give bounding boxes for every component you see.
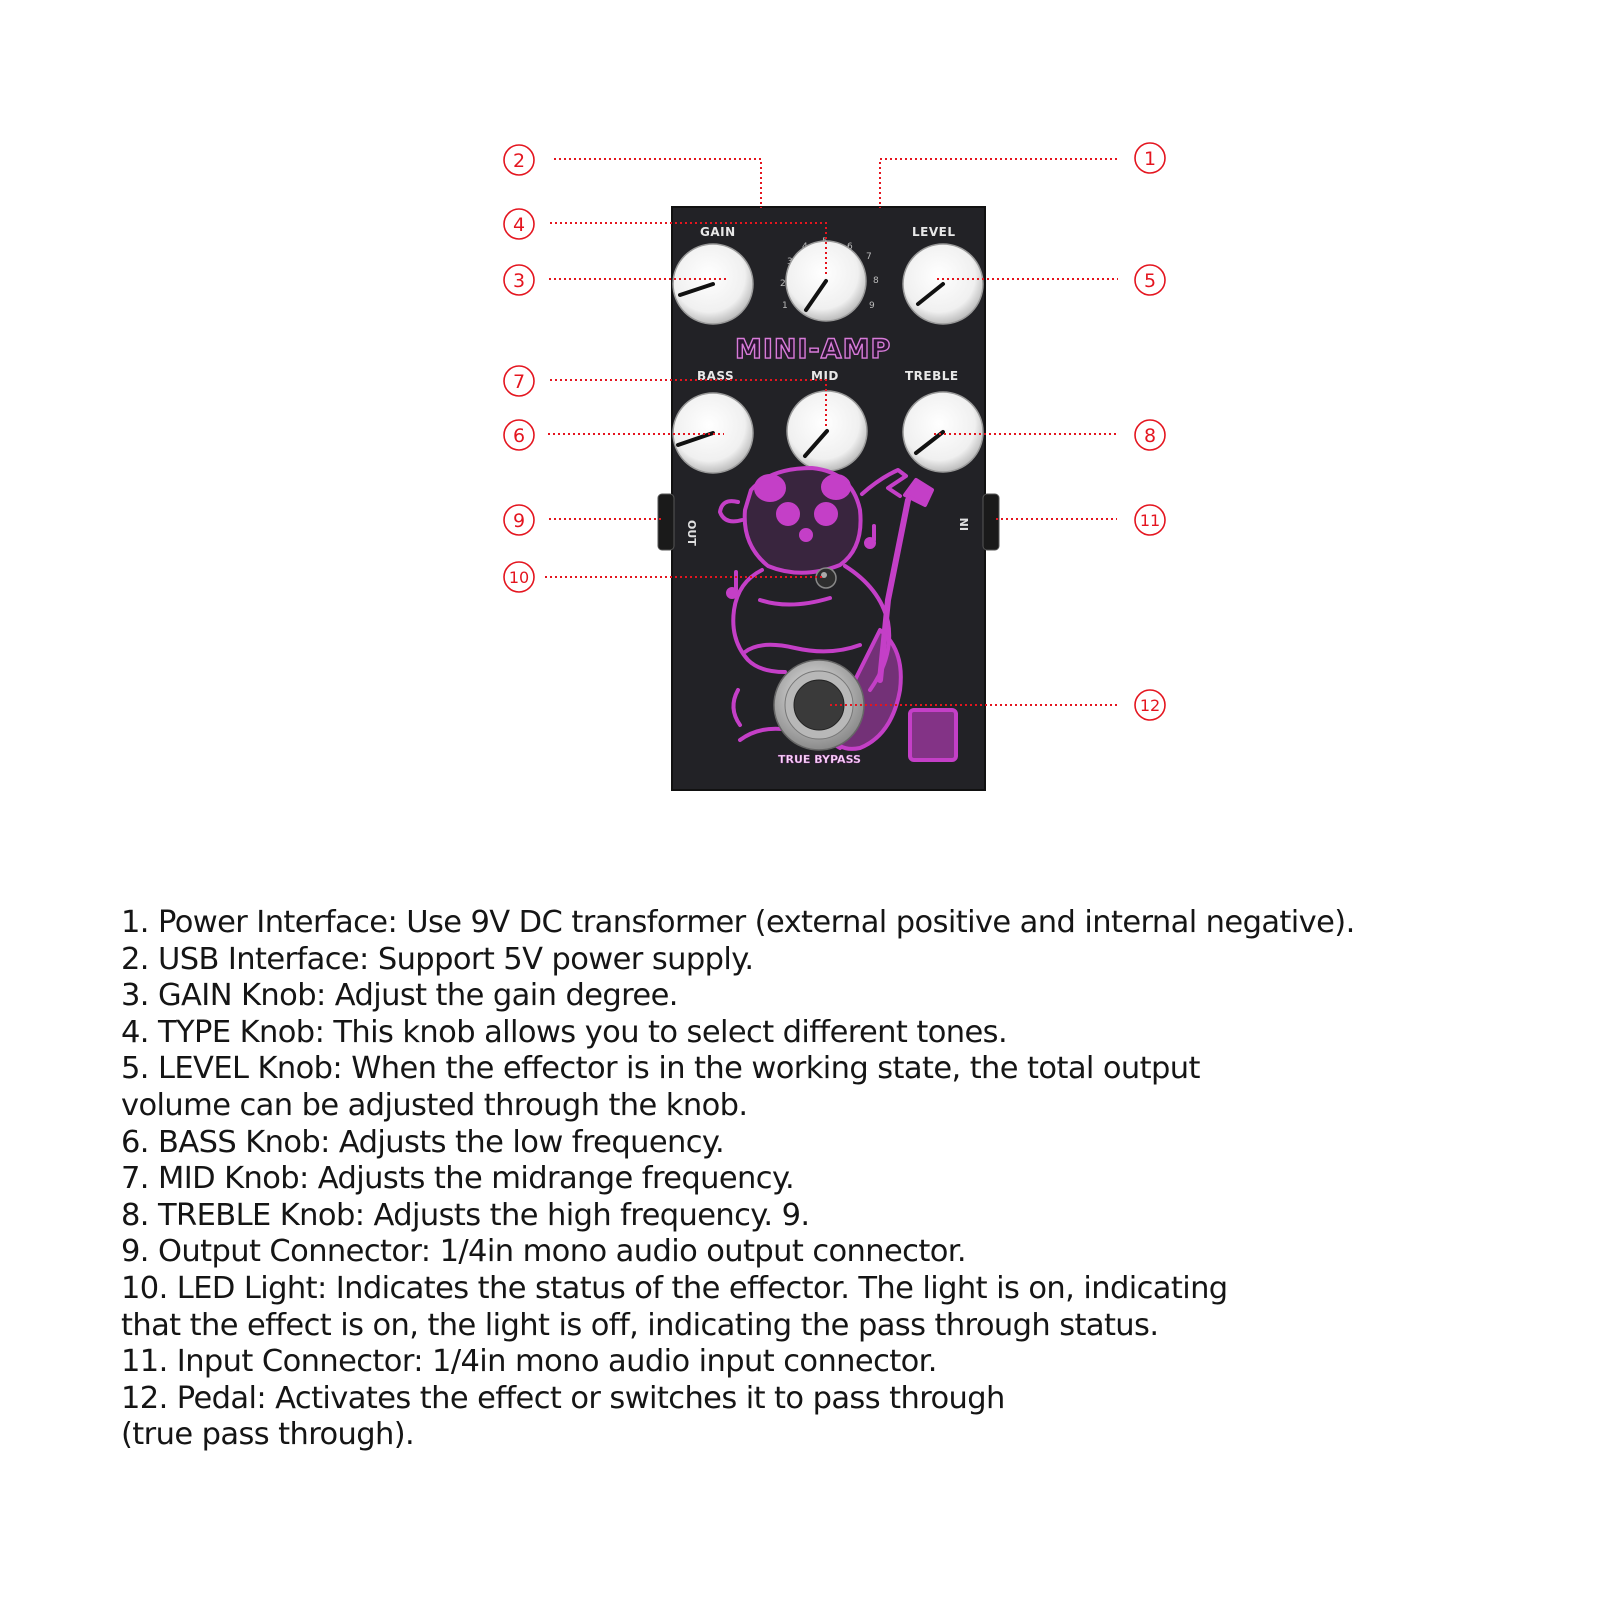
gain-label: GAIN (700, 225, 736, 239)
legend-line: 12. Pedal: Activates the effect or switc… (121, 1380, 1005, 1416)
footswitch[interactable] (773, 659, 865, 751)
svg-text:7: 7 (513, 371, 525, 393)
brand-logo: MINI-AMP (735, 334, 891, 365)
svg-text:4: 4 (513, 214, 525, 236)
callout-6: 6 (503, 419, 535, 451)
svg-text:3: 3 (787, 257, 793, 267)
callout-11: 11 (1134, 504, 1166, 536)
treble-knob[interactable] (902, 391, 984, 473)
callout-7: 7 (503, 365, 535, 397)
callout-3: 3 (503, 264, 535, 296)
svg-text:9: 9 (869, 301, 875, 311)
legend-line: 2. USB Interface: Support 5V power suppl… (121, 941, 754, 977)
callout-12: 12 (1134, 689, 1166, 721)
svg-text:6: 6 (513, 425, 525, 447)
legend-line: 4. TYPE Knob: This knob allows you to se… (121, 1014, 1008, 1050)
svg-text:2: 2 (513, 150, 525, 172)
in-label: IN (958, 518, 971, 531)
legend-line: (true pass through). (121, 1417, 415, 1453)
svg-text:2: 2 (780, 279, 786, 289)
callout-4: 4 (503, 208, 535, 240)
treble-label: TREBLE (905, 369, 959, 383)
legend-line: 3. GAIN Knob: Adjust the gain degree. (121, 978, 678, 1014)
output-jack[interactable] (657, 493, 675, 551)
legend-line: 6. BASS Knob: Adjusts the low frequency. (121, 1124, 725, 1160)
gain-knob[interactable] (672, 243, 754, 325)
panda-guitarist-artwork (718, 466, 958, 762)
callout-1: 1 (1134, 142, 1166, 174)
svg-text:11: 11 (1140, 511, 1160, 530)
svg-text:9: 9 (513, 510, 525, 532)
feature-legend: 1. Power Interface: Use 9V DC transforme… (121, 905, 1581, 1454)
legend-line: 8. TREBLE Knob: Adjusts the high frequen… (121, 1197, 810, 1233)
svg-text:12: 12 (1140, 696, 1160, 715)
mid-label: MID (811, 369, 839, 383)
true-bypass-label: TRUE BYPASS (778, 753, 861, 766)
svg-text:8: 8 (873, 276, 879, 286)
svg-text:1: 1 (1144, 148, 1156, 170)
callout-8: 8 (1134, 419, 1166, 451)
legend-line: that the effect is on, the light is off,… (121, 1307, 1159, 1343)
svg-text:1: 1 (782, 301, 788, 311)
out-label: OUT (685, 520, 698, 546)
legend-line: volume can be adjusted through the knob. (121, 1087, 748, 1123)
level-knob[interactable] (902, 243, 984, 325)
svg-text:7: 7 (866, 252, 872, 262)
svg-text:6: 6 (847, 242, 853, 252)
leader-lines (545, 158, 1118, 706)
type-knob[interactable] (785, 240, 867, 322)
led-light (815, 567, 837, 589)
legend-line: 11. Input Connector: 1/4in mono audio in… (121, 1344, 938, 1380)
svg-text:8: 8 (1144, 425, 1156, 447)
legend-line: 10. LED Light: Indicates the status of t… (121, 1270, 1228, 1306)
svg-text:10: 10 (509, 568, 529, 587)
callout-2: 2 (503, 144, 535, 176)
pedal-diagram: GAIN LEVEL 1 2 3 4 5 6 7 8 9 MINI-AMP BA… (503, 142, 1166, 791)
mid-knob[interactable] (786, 390, 868, 472)
input-jack[interactable] (982, 493, 1000, 551)
svg-text:3: 3 (513, 270, 525, 292)
callout-5: 5 (1134, 264, 1166, 296)
legend-line: 5. LEVEL Knob: When the effector is in t… (121, 1051, 1200, 1087)
svg-text:5: 5 (1144, 270, 1156, 292)
level-label: LEVEL (912, 225, 955, 239)
legend-line: 7. MID Knob: Adjusts the midrange freque… (121, 1161, 795, 1197)
callout-9: 9 (503, 504, 535, 536)
callout-10: 10 (503, 561, 535, 593)
legend-line: 1. Power Interface: Use 9V DC transforme… (121, 905, 1355, 940)
legend-line: 9. Output Connector: 1/4in mono audio ou… (121, 1234, 967, 1270)
